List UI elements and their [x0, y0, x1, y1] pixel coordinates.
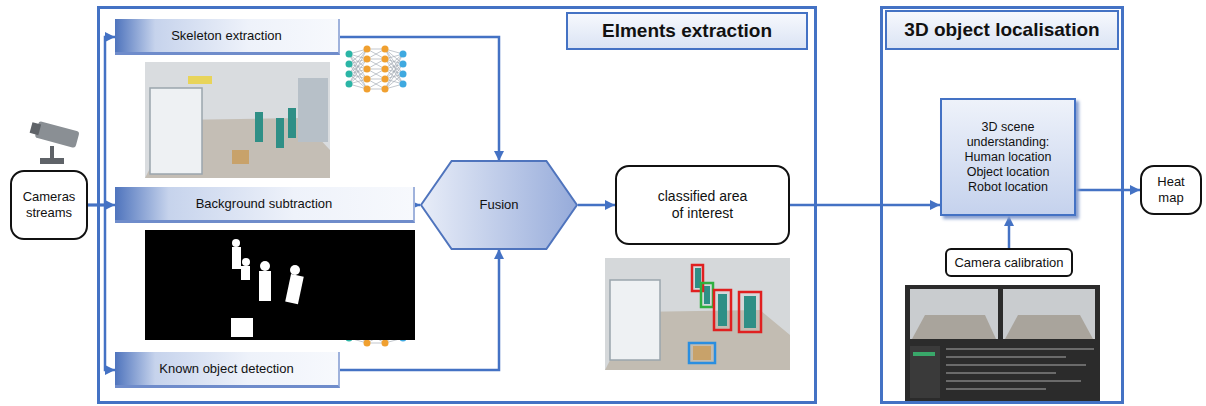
calibration-software-screenshot — [1005, 315, 1093, 339]
camera-icon — [50, 146, 54, 159]
detection-result-photo — [718, 294, 727, 326]
output-box: Heat map — [1140, 165, 1202, 215]
flow-arrow — [88, 37, 115, 205]
detection-result-photo — [714, 290, 731, 330]
lab-photo — [145, 62, 330, 178]
calibration-software-screenshot — [946, 356, 1066, 358]
calibration-software-screenshot — [913, 352, 935, 356]
flow-arrow — [1008, 216, 1011, 248]
foreground-mask-image — [259, 271, 271, 301]
detection-result-photo — [610, 280, 660, 360]
node-label: Camera calibration — [954, 255, 1063, 271]
lab-photo — [232, 150, 249, 164]
lab-photo — [145, 62, 330, 178]
camera-icon — [30, 122, 42, 135]
node-label: Cameras streams — [16, 189, 82, 220]
flow-arrow — [340, 37, 499, 161]
calibration-software-screenshot — [946, 388, 1046, 390]
camera-icon — [40, 158, 64, 164]
calibration-software-screenshot — [910, 346, 940, 398]
calibration-software-screenshot — [946, 348, 1094, 350]
process-bar: Known object detection — [115, 352, 340, 388]
stage-group: 3D scene understanding: Human location O… — [880, 6, 1124, 404]
node-label: classified area of interest — [651, 188, 754, 222]
calibration-software-screenshot — [912, 315, 996, 339]
group-title: 3D object localisation — [885, 10, 1119, 50]
detection-result-photo — [744, 296, 756, 328]
flow-arrow — [578, 204, 615, 207]
foreground-mask-image — [145, 230, 415, 340]
foreground-mask-image — [232, 239, 240, 247]
calibration-software-screenshot — [905, 285, 1100, 402]
flow-arrow — [1076, 189, 1140, 192]
flow-arrow — [415, 204, 420, 207]
result-box: classified area of interest — [615, 165, 790, 245]
node-label: Fusion — [479, 197, 518, 213]
calibration-software-screenshot — [946, 364, 1086, 366]
foreground-mask-image — [231, 318, 253, 337]
stage-group: Skeleton extractionBackground subtractio… — [97, 6, 817, 404]
calibration-software-screenshot — [946, 380, 1081, 382]
flow-arrow — [340, 249, 499, 370]
calibration-software-screenshot — [910, 289, 998, 339]
node-label: 3D scene understanding: Human location O… — [950, 120, 1066, 195]
lab-photo — [150, 88, 202, 174]
group-title: Elments extraction — [566, 12, 808, 50]
lab-photo — [255, 112, 263, 142]
lab-photo — [288, 108, 296, 138]
hexagon-outline — [421, 161, 577, 249]
process-bar: Skeleton extraction — [115, 19, 340, 55]
foreground-mask-image — [290, 265, 300, 275]
source-box: Cameras streams — [10, 170, 88, 240]
lab-photo — [188, 76, 212, 84]
foreground-mask-image — [285, 274, 304, 304]
calibration-software-screenshot — [905, 285, 1100, 402]
detection-result-photo — [704, 286, 710, 304]
detection-result-photo — [689, 343, 715, 363]
detection-result-photo — [605, 258, 790, 370]
detection-result-photo — [739, 292, 761, 332]
detection-result-photo — [701, 283, 713, 307]
calibration-software-screenshot — [1003, 289, 1095, 339]
input-box: Camera calibration — [945, 248, 1073, 277]
node-label: Heat map — [1146, 174, 1196, 205]
detection-result-photo — [605, 258, 790, 370]
camera-icon — [30, 121, 80, 164]
foreground-mask-image — [145, 230, 415, 340]
flow-arrow — [790, 204, 940, 207]
node-label: Known object detection — [159, 361, 293, 377]
node-label: Skeleton extraction — [171, 28, 282, 44]
lab-photo — [276, 118, 284, 148]
process-bar: Background subtraction — [115, 187, 415, 223]
flow-arrow — [88, 205, 115, 370]
neural-network-icon — [346, 46, 407, 93]
foreground-mask-image — [232, 247, 241, 269]
lab-photo — [298, 78, 328, 142]
fusion-hexagon: Fusion — [420, 160, 578, 250]
foreground-mask-image — [242, 258, 250, 266]
foreground-mask-image — [241, 266, 250, 280]
camera-icon — [35, 121, 80, 148]
node-label: Background subtraction — [196, 196, 333, 212]
detection-result-photo — [693, 346, 711, 360]
foreground-mask-image — [260, 261, 270, 271]
process-box: 3D scene understanding: Human location O… — [940, 98, 1076, 216]
calibration-software-screenshot — [946, 372, 1056, 374]
